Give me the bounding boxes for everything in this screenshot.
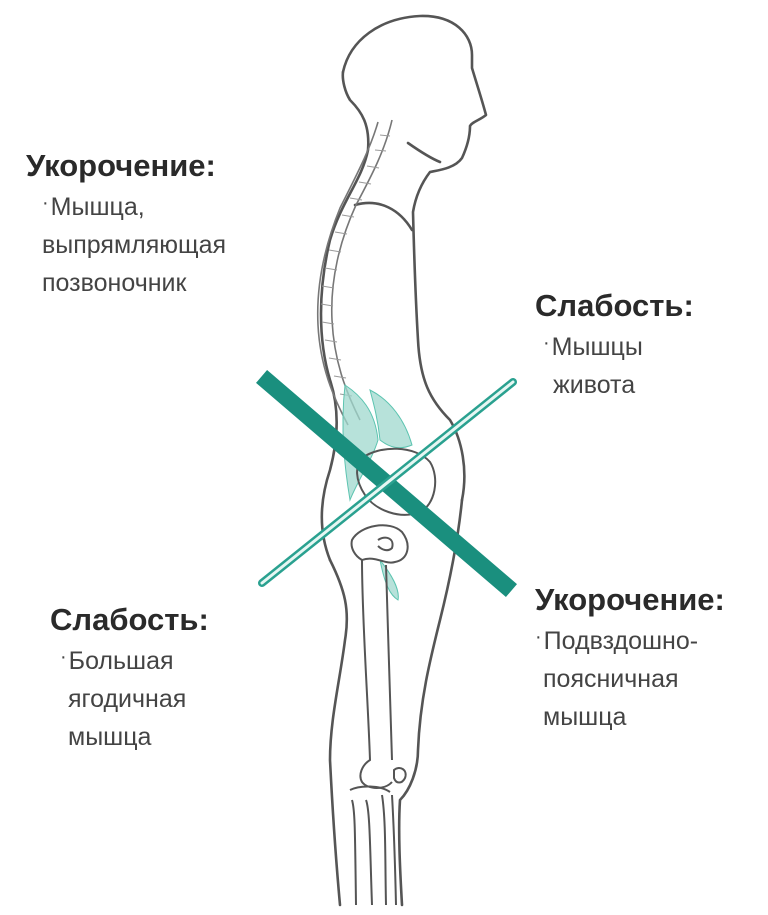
label-top-right-weakness: Слабость: ·Мышцы живота	[535, 288, 694, 404]
label-item-text: живота	[553, 371, 636, 399]
label-item-text: мышца	[68, 723, 152, 751]
bullet-icon: ·	[535, 626, 542, 648]
label-item: ·Подвздошно-	[535, 618, 725, 660]
label-item: живота	[535, 366, 694, 404]
label-item-text: выпрямляющая	[42, 231, 227, 259]
body-outline	[319, 14, 488, 907]
label-item-text: поясничная	[543, 665, 679, 693]
vertebrae-ticks	[320, 134, 391, 397]
label-heading: Укорочение:	[535, 582, 725, 617]
label-bottom-right-shortening: Укорочение: ·Подвздошно- поясничная мышц…	[535, 582, 725, 736]
label-item: выпрямляющая	[26, 226, 226, 264]
label-bottom-left-weakness: Слабость: ·Большая ягодичная мышца	[50, 602, 209, 756]
femur	[359, 559, 407, 789]
label-item: мышца	[50, 718, 209, 756]
label-top-left-shortening: Укорочение: ·Мышца, выпрямляющая позвоно…	[26, 148, 226, 302]
label-heading: Укорочение:	[26, 148, 216, 183]
label-heading: Слабость:	[50, 602, 209, 637]
label-item: ·Большая	[50, 638, 209, 680]
bullet-icon: ·	[543, 332, 550, 354]
weak-muscles-line	[258, 378, 517, 587]
label-heading: Слабость:	[535, 288, 694, 323]
label-item: ягодичная	[50, 680, 209, 718]
bullet-icon: ·	[42, 192, 49, 214]
label-item: поясничная	[535, 660, 725, 698]
label-item: ·Мышцы	[535, 324, 694, 366]
label-item-text: мышца	[543, 703, 627, 731]
label-item-text: позвоночник	[42, 269, 187, 297]
muscle-shading	[342, 384, 413, 601]
label-item-text: Подвздошно-	[543, 627, 699, 655]
label-item-text: Мышцы	[551, 333, 643, 361]
label-item-text: Мышца,	[50, 193, 145, 221]
label-item: позвоночник	[26, 264, 226, 302]
label-item-text: Большая	[68, 647, 174, 675]
label-item-text: ягодичная	[68, 685, 187, 713]
lower-leg-bones	[349, 785, 397, 906]
bullet-icon: ·	[60, 646, 67, 668]
label-item: ·Мышца,	[26, 184, 226, 226]
label-item: мышца	[535, 698, 725, 736]
spine	[316, 119, 393, 426]
